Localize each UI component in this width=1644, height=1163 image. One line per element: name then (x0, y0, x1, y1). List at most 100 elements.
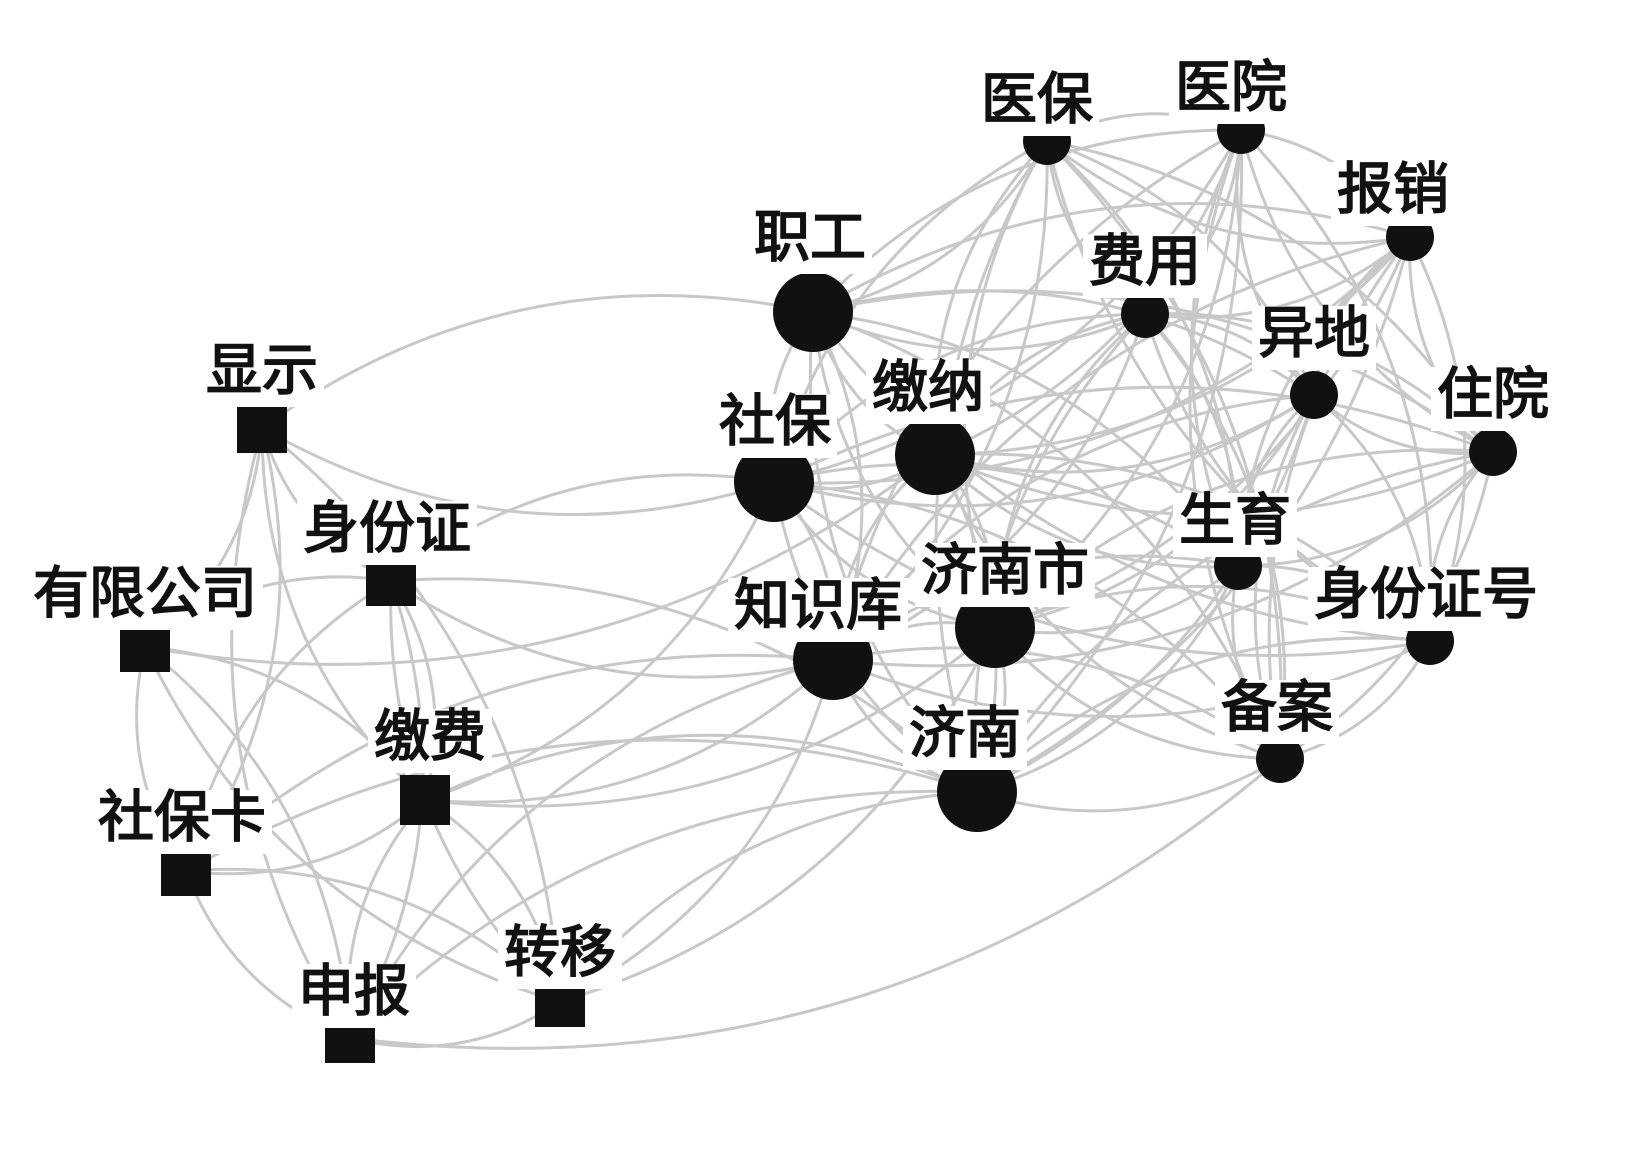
node-label-text: 生育 (1179, 488, 1291, 554)
node-label-jinanshi: 济南市 (915, 538, 1095, 607)
node-label-shebao: 社保 (713, 389, 837, 458)
node-jinanshi (955, 588, 1035, 668)
edge-yiyuan-beian (1188, 128, 1282, 761)
node-label-text: 异地 (1258, 301, 1370, 367)
label-background (498, 925, 622, 989)
label-background (292, 964, 416, 1028)
label-background (713, 394, 837, 458)
node-label-text: 身份证号 (1314, 562, 1538, 628)
node-label-text: 住院 (1437, 362, 1549, 428)
node-xianshi (237, 403, 287, 453)
node-label-xianshi: 显示 (200, 338, 324, 407)
label-background (1252, 306, 1376, 370)
edge-zhuyuan-zhishiku (831, 450, 1495, 668)
node-label-zhuyuan: 住院 (1431, 362, 1555, 431)
node-label-zhishiku: 知识库 (728, 573, 908, 642)
label-background (1173, 493, 1297, 557)
edge-yiyuan-jiaona (933, 128, 1243, 457)
label-background (1331, 162, 1455, 226)
node-label-text: 医院 (1175, 55, 1287, 121)
node-label-text: 报销 (1337, 157, 1449, 223)
node-label-jinan: 济南 (903, 701, 1027, 770)
node-label-jiaona: 缴纳 (866, 355, 990, 424)
node-label-text: 缴纳 (872, 355, 984, 421)
edge-shenbao-beian (348, 757, 1282, 1050)
edge-beian-jinan (975, 757, 1282, 813)
node-label-shenbao: 申报 (292, 959, 416, 1028)
edge-jiaofei-shebao (423, 480, 776, 802)
edge-zhuyuan-jinan (975, 450, 1495, 794)
node-label-text: 备案 (1221, 675, 1334, 741)
label-background (866, 360, 990, 424)
edge-yibao-baoxiao (1045, 139, 1412, 245)
node-feiyong (1121, 290, 1169, 338)
node-label-youxiangongsi: 有限公司 (27, 561, 263, 630)
edge-shenfenzheng-zhishiku (389, 579, 835, 679)
label-background (1215, 680, 1339, 744)
node-label-text: 济南 (909, 701, 1021, 767)
edge-zhigong-yidi (811, 289, 1316, 397)
node-label-text: 缴费 (374, 704, 486, 770)
node-beian (1256, 735, 1304, 783)
label-background (915, 543, 1095, 607)
node-label-text: 医保 (981, 67, 1094, 133)
edge-zhuanyi-jinan (558, 790, 979, 1004)
label-background (728, 578, 908, 642)
edge-shenbao-zhishiku (348, 658, 835, 1040)
edge-shenbao-jinan (348, 789, 979, 1040)
edge-jiaofei-shebaoka (184, 798, 427, 876)
node-label-shengyu: 生育 (1173, 488, 1297, 557)
edge-youxiangongsi-zhuanyi (143, 645, 562, 1004)
label-background (1083, 234, 1207, 298)
edge-jinanshi-beian (993, 626, 1282, 761)
edge-youxiangongsi-jiaona (143, 453, 937, 666)
label-background (903, 706, 1027, 770)
node-label-text: 职工 (754, 205, 866, 271)
edge-yiyuan-shenfenzhenghao (1239, 128, 1433, 643)
node-label-yidi: 异地 (1252, 301, 1376, 370)
node-zhigong (773, 272, 853, 352)
node-youxiangongsi (120, 622, 170, 672)
edge-zhuyuan-shebao (772, 385, 1495, 484)
node-label-shenfenzheng: 身份证 (297, 496, 477, 565)
edge-shengyu-jinan (975, 564, 1240, 794)
edge-yibao-zhigong (811, 139, 1049, 314)
node-label-zhigong: 职工 (748, 205, 872, 274)
edge-xianshi-zhigong (260, 294, 815, 430)
edge-xianshi-zhuanyi (260, 426, 562, 1004)
node-yidi (1290, 371, 1338, 419)
edge-jiaofei-zhishiku (423, 658, 835, 804)
node-label-text: 显示 (206, 338, 318, 404)
edge-shenfenzhenghao-jinan (975, 636, 1432, 794)
edge-baoxiao-zhishiku (831, 235, 1412, 662)
edge-zhigong-zhuyuan (811, 289, 1495, 454)
node-zhuyuan (1469, 428, 1517, 476)
node-label-text: 社保 (719, 389, 832, 455)
label-background (297, 501, 477, 565)
edge-xianshi-shebao (260, 426, 776, 517)
node-jiaofei (400, 775, 450, 825)
node-label-text: 身份证 (303, 496, 471, 562)
node-label-shenfenzhenghao: 身份证号 (1308, 562, 1544, 631)
label-background (27, 566, 263, 630)
node-label-shebaoka: 社保卡 (92, 785, 272, 854)
label-background (1169, 60, 1293, 124)
edge-yidi-shebao (772, 393, 1316, 508)
label-background (1431, 367, 1555, 431)
node-jiaona (895, 415, 975, 495)
node-label-text: 转移 (504, 920, 616, 986)
node-label-text: 知识库 (734, 573, 902, 639)
node-label-text: 济南市 (921, 538, 1089, 604)
label-background (92, 790, 272, 854)
node-label-zhuanyi: 转移 (498, 920, 622, 989)
node-label-text: 费用 (1089, 229, 1201, 295)
edge-baoxiao-zhigong (811, 202, 1412, 314)
node-label-jiaofei: 缴费 (368, 704, 492, 773)
edge-feiyong-yidi (1143, 312, 1316, 397)
edge-shenfenzhenghao-beian (1278, 639, 1432, 761)
edge-baoxiao-jiaona (933, 235, 1412, 457)
edge-yibao-beian (1045, 139, 1283, 761)
label-background (1308, 567, 1544, 631)
